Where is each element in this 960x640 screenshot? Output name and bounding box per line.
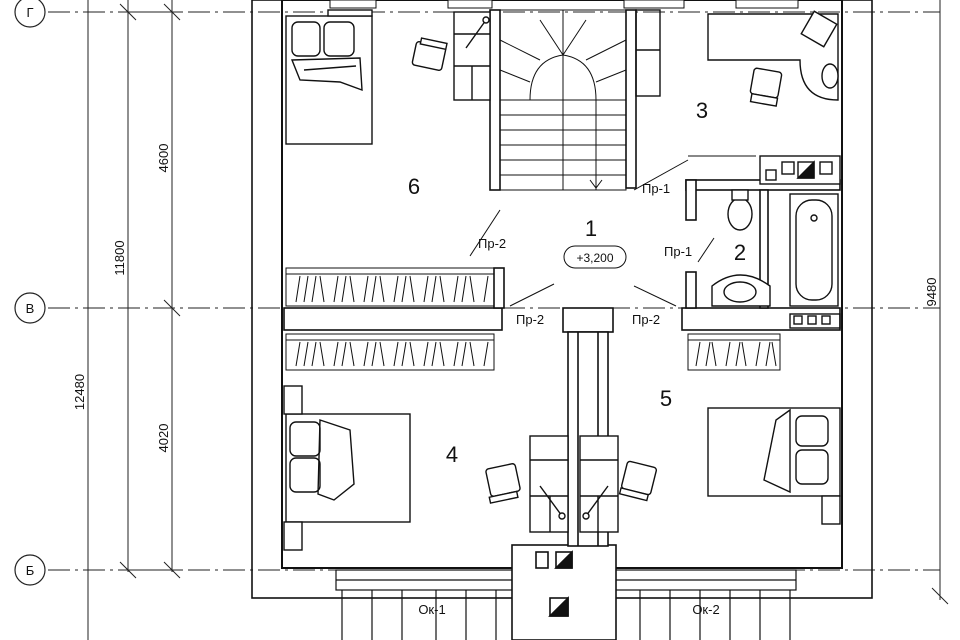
room-number-4: 4	[446, 442, 458, 467]
opening-label-pr1-mid: Пр-1	[664, 244, 692, 259]
axis-label-v: В	[26, 301, 35, 316]
opening-label-pr2-left-top: Пр-2	[478, 236, 506, 251]
desk-room4	[529, 435, 569, 533]
dim-9480: 9480	[924, 278, 939, 307]
chair-room6	[411, 37, 448, 71]
axis-marker-g: Г	[14, 0, 46, 28]
window-label-ok2: Ок-2	[692, 602, 719, 617]
axis-label-b: Б	[26, 563, 35, 578]
desk-room6	[453, 11, 491, 101]
dimension-lines	[87, 0, 949, 640]
dim-11800: 11800	[112, 240, 127, 275]
desk-room5	[579, 435, 619, 533]
room-number-6: 6	[408, 174, 420, 199]
room-number-3: 3	[696, 98, 708, 123]
bed-room6	[285, 9, 373, 145]
dim-4600: 4600	[156, 144, 171, 173]
window-label-ok1: Ок-1	[418, 602, 445, 617]
bed-room4	[283, 385, 411, 551]
room-number-2: 2	[734, 240, 746, 265]
elevation-mark: +3,200	[563, 245, 627, 269]
room-number-5: 5	[660, 386, 672, 411]
top-window-openings	[329, 0, 799, 9]
dim-4020: 4020	[156, 424, 171, 453]
bed-room5	[707, 407, 841, 525]
chair-room4	[485, 463, 521, 504]
elevation-label: +3,200	[576, 251, 613, 265]
chair-room5	[618, 460, 658, 502]
axis-label-g: Г	[26, 5, 33, 20]
desk-room3	[635, 9, 839, 101]
opening-label-pr1-top: Пр-1	[642, 181, 670, 196]
axis-marker-b: Б	[14, 554, 46, 586]
opening-label-pr2-left-bottom: Пр-2	[516, 312, 544, 327]
wardrobe-room6	[285, 267, 495, 307]
opening-label-pr2-right-bottom: Пр-2	[632, 312, 660, 327]
staircase	[499, 9, 627, 191]
wardrobe-room5	[687, 333, 781, 371]
room-number-1: 1	[585, 216, 597, 241]
bathroom-fixtures	[711, 155, 841, 329]
dim-12480: 12480	[72, 374, 87, 410]
axis-marker-v: В	[14, 292, 46, 324]
chair-room3	[749, 67, 783, 107]
chimney-block	[511, 544, 617, 640]
wardrobe-room4	[285, 333, 495, 371]
door-swings	[469, 155, 756, 307]
